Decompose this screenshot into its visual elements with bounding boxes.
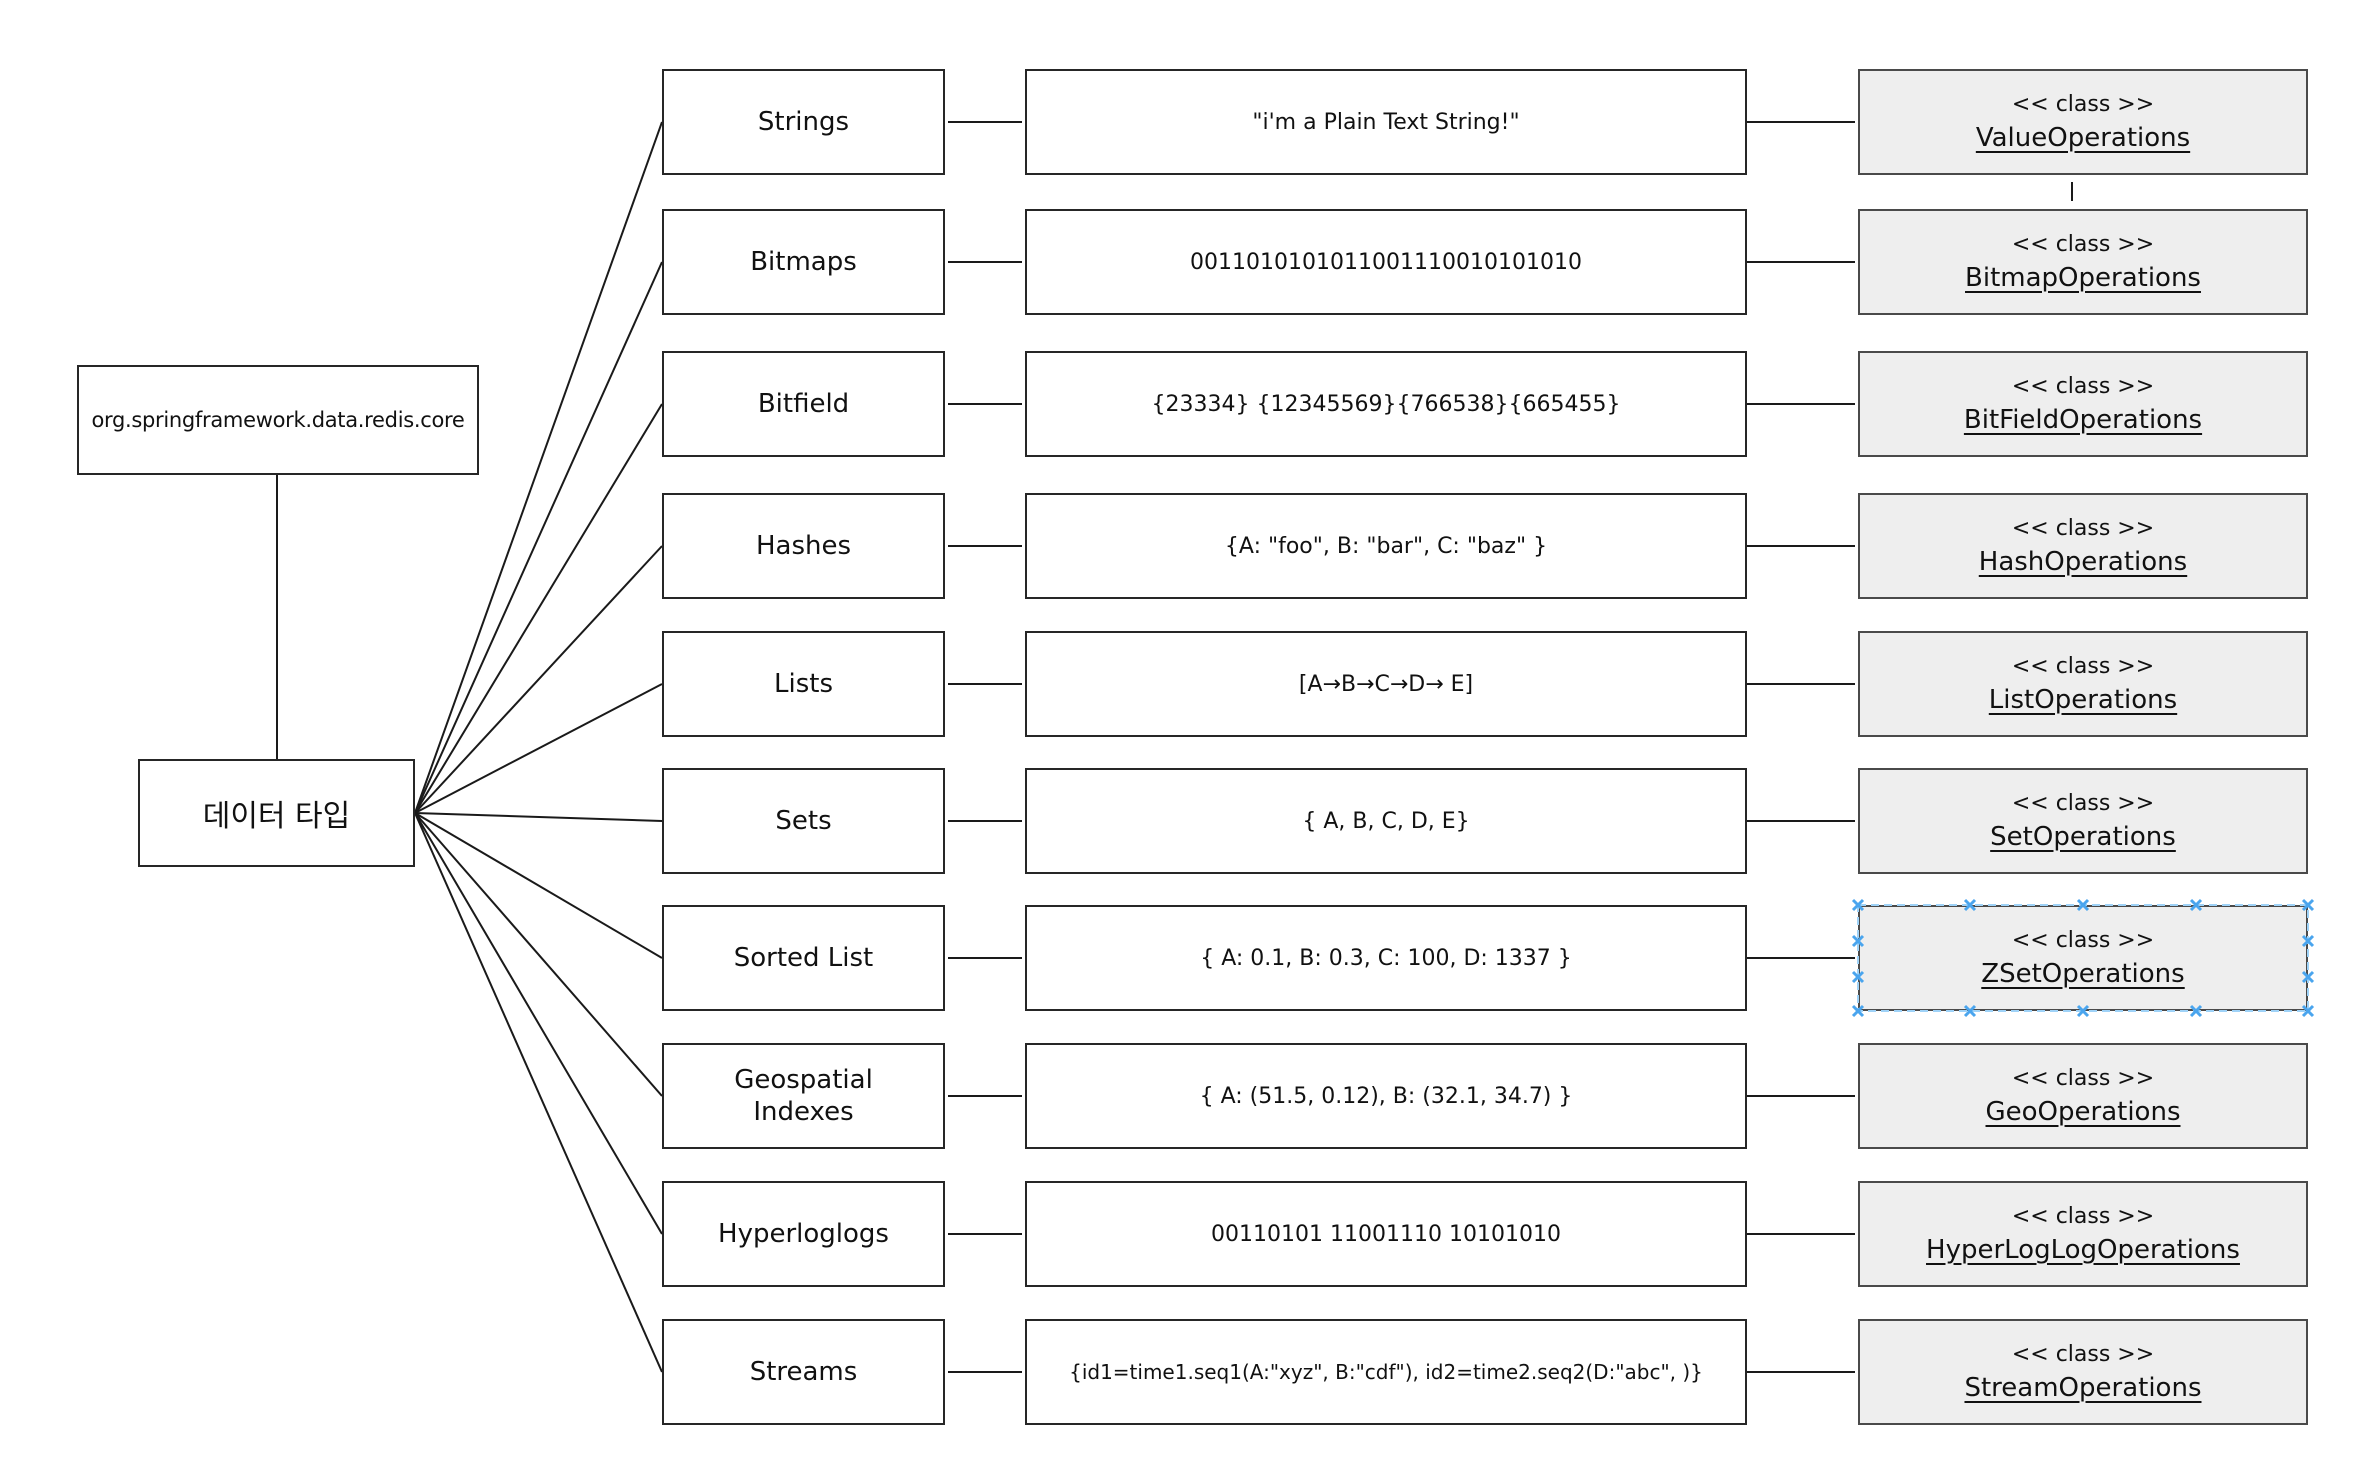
data-types-root-box[interactable]: 데이터 타입 bbox=[138, 759, 415, 867]
class-box-geooperations[interactable]: << class >> GeoOperations bbox=[1858, 1043, 2308, 1149]
type-label: Bitmaps bbox=[750, 246, 857, 277]
example-box-sets[interactable]: { A, B, C, D, E} bbox=[1025, 768, 1747, 874]
type-label: Sets bbox=[775, 805, 832, 836]
class-name-link[interactable]: StreamOperations bbox=[1964, 1372, 2202, 1403]
type-label: Hashes bbox=[755, 530, 852, 561]
type-box-hashes[interactable]: Hashes bbox=[662, 493, 945, 599]
class-box-listoperations[interactable]: << class >> ListOperations bbox=[1858, 631, 2308, 737]
package-label: org.springframework.data.redis.core bbox=[91, 408, 465, 432]
example-box-hashes[interactable]: {A: "foo", B: "bar", C: "baz" } bbox=[1025, 493, 1747, 599]
stereotype-label: << class >> bbox=[2011, 1203, 2155, 1229]
example-label: 0011010101011001110010101010 bbox=[1190, 249, 1582, 275]
example-box-sorted-list[interactable]: { A: 0.1, B: 0.3, C: 100, D: 1337 } bbox=[1025, 905, 1747, 1011]
stereotype-label: << class >> bbox=[2011, 373, 2155, 399]
stereotype-label: << class >> bbox=[2011, 653, 2155, 679]
example-box-strings[interactable]: "i'm a Plain Text String!" bbox=[1025, 69, 1747, 175]
example-label: { A, B, C, D, E} bbox=[1302, 808, 1470, 834]
type-box-bitfield[interactable]: Bitfield bbox=[662, 351, 945, 457]
connector-fan bbox=[414, 261, 663, 814]
connector-fan bbox=[414, 812, 663, 822]
type-box-hyperloglogs[interactable]: Hyperloglogs bbox=[662, 1181, 945, 1287]
stereotype-label: << class >> bbox=[2011, 231, 2155, 257]
connector-fan bbox=[414, 121, 663, 814]
type-box-lists[interactable]: Lists bbox=[662, 631, 945, 737]
class-name-link[interactable]: ListOperations bbox=[1988, 684, 2178, 715]
class-name-link[interactable]: ZSetOperations bbox=[1981, 958, 2185, 989]
class-box-streamoperations[interactable]: << class >> StreamOperations bbox=[1858, 1319, 2308, 1425]
type-label: Lists bbox=[774, 668, 833, 699]
class-name-link[interactable]: BitmapOperations bbox=[1965, 262, 2201, 293]
class-box-valueoperations[interactable]: << class >> ValueOperations bbox=[1858, 69, 2308, 175]
class-name-link[interactable]: HashOperations bbox=[1978, 546, 2188, 577]
example-box-geospatial[interactable]: { A: (51.5, 0.12), B: (32.1, 34.7) } bbox=[1025, 1043, 1747, 1149]
type-label: Bitfield bbox=[757, 388, 850, 419]
connector-fan bbox=[414, 683, 663, 814]
class-box-zsetoperations-selected[interactable]: << class >> ZSetOperations bbox=[1858, 905, 2308, 1011]
class-box-bitfieldoperations[interactable]: << class >> BitFieldOperations bbox=[1858, 351, 2308, 457]
type-label: Strings bbox=[757, 106, 850, 137]
type-label: Hyperloglogs bbox=[718, 1218, 889, 1249]
type-label: Streams bbox=[749, 1356, 858, 1387]
connector-fan bbox=[414, 403, 663, 814]
example-box-bitmaps[interactable]: 0011010101011001110010101010 bbox=[1025, 209, 1747, 315]
type-box-sets[interactable]: Sets bbox=[662, 768, 945, 874]
stereotype-label: << class >> bbox=[2011, 91, 2155, 117]
connector-fan bbox=[414, 812, 663, 1373]
data-types-root-label: 데이터 타입 bbox=[202, 799, 351, 834]
class-box-hyperloglogoperations[interactable]: << class >> HyperLogLogOperations bbox=[1858, 1181, 2308, 1287]
example-label: {id1=time1.seq1(A:"xyz", B:"cdf"), id2=t… bbox=[1069, 1360, 1703, 1384]
example-box-hyperloglogs[interactable]: 00110101 11001110 10101010 bbox=[1025, 1181, 1747, 1287]
example-label: { A: (51.5, 0.12), B: (32.1, 34.7) } bbox=[1199, 1083, 1573, 1109]
type-box-streams[interactable]: Streams bbox=[662, 1319, 945, 1425]
example-box-lists[interactable]: [A→B→C→D→ E] bbox=[1025, 631, 1747, 737]
class-name-link[interactable]: SetOperations bbox=[1990, 821, 2176, 852]
type-label: Geospatial Indexes bbox=[734, 1064, 873, 1128]
type-label: Sorted List bbox=[733, 942, 874, 973]
connector-fan bbox=[414, 812, 663, 1235]
example-label: [A→B→C→D→ E] bbox=[1298, 671, 1474, 697]
example-label: {A: "foo", B: "bar", C: "baz" } bbox=[1224, 533, 1548, 559]
connector-fan bbox=[414, 812, 663, 959]
connector-fan bbox=[414, 812, 663, 1097]
package-box[interactable]: org.springframework.data.redis.core bbox=[77, 365, 479, 475]
class-box-setoperations[interactable]: << class >> SetOperations bbox=[1858, 768, 2308, 874]
stereotype-label: << class >> bbox=[2011, 1341, 2155, 1367]
type-box-sorted-list[interactable]: Sorted List bbox=[662, 905, 945, 1011]
class-box-bitmapoperations[interactable]: << class >> BitmapOperations bbox=[1858, 209, 2308, 315]
class-name-link[interactable]: BitFieldOperations bbox=[1963, 404, 2203, 435]
class-box-hashoperations[interactable]: << class >> HashOperations bbox=[1858, 493, 2308, 599]
example-label: "i'm a Plain Text String!" bbox=[1252, 109, 1520, 135]
connector-fan bbox=[414, 545, 663, 814]
example-label: 00110101 11001110 10101010 bbox=[1211, 1221, 1561, 1247]
type-box-strings[interactable]: Strings bbox=[662, 69, 945, 175]
example-label: { A: 0.1, B: 0.3, C: 100, D: 1337 } bbox=[1200, 945, 1572, 971]
stereotype-label: << class >> bbox=[2011, 515, 2155, 541]
stereotype-label: << class >> bbox=[2011, 927, 2155, 953]
class-name-link[interactable]: ValueOperations bbox=[1975, 122, 2191, 153]
example-box-streams[interactable]: {id1=time1.seq1(A:"xyz", B:"cdf"), id2=t… bbox=[1025, 1319, 1747, 1425]
class-name-link[interactable]: HyperLogLogOperations bbox=[1926, 1234, 2240, 1265]
example-label: {23334} {12345569}{766538}{665455} bbox=[1151, 391, 1621, 417]
example-box-bitfield[interactable]: {23334} {12345569}{766538}{665455} bbox=[1025, 351, 1747, 457]
stereotype-label: << class >> bbox=[2011, 1065, 2155, 1091]
class-name-link[interactable]: GeoOperations bbox=[1985, 1096, 2181, 1127]
stereotype-label: << class >> bbox=[2011, 790, 2155, 816]
type-box-geospatial-indexes[interactable]: Geospatial Indexes bbox=[662, 1043, 945, 1149]
type-box-bitmaps[interactable]: Bitmaps bbox=[662, 209, 945, 315]
